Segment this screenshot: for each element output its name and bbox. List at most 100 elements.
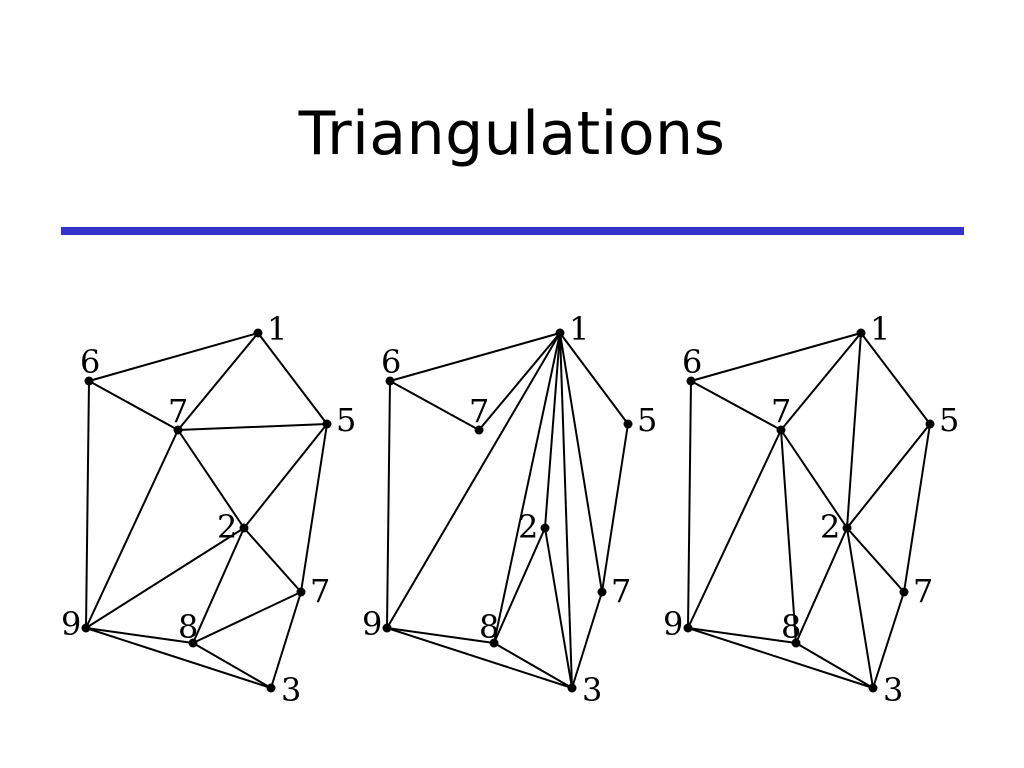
- edge-9-3: [85, 627, 272, 689]
- edge-7-5: [177, 423, 328, 431]
- vertex-dot: [856, 328, 866, 338]
- edge-7-3: [270, 591, 302, 689]
- edge-7-2: [177, 429, 245, 529]
- edge-2-3: [846, 527, 874, 689]
- edge-1-2: [544, 332, 561, 529]
- edge-1-7: [559, 332, 603, 593]
- edge-1-2: [846, 332, 862, 529]
- edge-8-3: [493, 642, 573, 689]
- edge-1-5: [860, 332, 931, 425]
- edge-9-3: [386, 627, 573, 689]
- vertex-label: 1: [870, 310, 890, 348]
- vertex-label: 6: [682, 343, 702, 381]
- vertex-label: 2: [820, 508, 840, 546]
- edge-5-7: [903, 423, 931, 593]
- edge-8-3: [795, 642, 874, 689]
- edge-1-7: [177, 332, 259, 431]
- vertex-dot: [84, 376, 94, 386]
- edge-2-8: [192, 527, 245, 644]
- edge-5-2: [846, 423, 931, 529]
- vertex-label: 1: [569, 310, 589, 348]
- vertex-dot: [776, 425, 786, 435]
- vertex-dot: [623, 419, 633, 429]
- edge-2-8: [795, 527, 848, 644]
- vertex-dot: [686, 376, 696, 386]
- vertex-dot: [253, 328, 263, 338]
- edge-1-8: [493, 332, 561, 644]
- slide-title: Triangulations: [298, 99, 726, 169]
- vertex-dot: [791, 638, 801, 648]
- edge-2-7: [846, 527, 905, 593]
- edge-2-3: [544, 527, 573, 689]
- vertex-label: 3: [582, 671, 602, 709]
- vertex-label: 7: [469, 392, 489, 430]
- vertex-dot: [842, 523, 852, 533]
- vertex-dot: [173, 425, 183, 435]
- vertex-dot: [597, 587, 607, 597]
- vertex-label: 2: [217, 508, 237, 546]
- vertex-dot: [868, 683, 878, 693]
- vertex-label: 8: [178, 608, 198, 646]
- edge-2-9: [85, 527, 245, 629]
- edge-6-9: [687, 380, 692, 629]
- edge-7-2: [780, 429, 848, 529]
- edge-1-6: [88, 332, 259, 382]
- edge-1-7: [780, 332, 862, 431]
- edge-7-3: [872, 591, 905, 689]
- edge-1-6: [690, 332, 862, 382]
- vertex-dot: [555, 328, 565, 338]
- edge-1-6: [389, 332, 561, 382]
- vertex-label: 6: [80, 343, 100, 381]
- vertex-dot: [567, 683, 577, 693]
- edge-2-7: [243, 527, 302, 593]
- vertex-dot: [474, 425, 484, 435]
- vertex-label: 5: [336, 401, 356, 439]
- edge-1-5: [559, 332, 629, 425]
- edge-1-9: [386, 332, 561, 629]
- vertex-label: 6: [381, 343, 401, 381]
- edge-9-8: [386, 627, 495, 644]
- edge-1-5: [257, 332, 328, 425]
- edge-8-3: [192, 642, 272, 689]
- edge-6-9: [386, 380, 391, 629]
- edge-9-8: [687, 627, 797, 644]
- edge-1-3: [559, 332, 573, 689]
- vertex-label: 9: [663, 605, 683, 643]
- edge-6-7: [88, 380, 179, 431]
- vertex-dot: [385, 376, 395, 386]
- edge-5-7: [300, 423, 328, 593]
- vertex-dot: [899, 587, 909, 597]
- vertex-dot: [489, 638, 499, 648]
- edge-1-7: [478, 332, 561, 431]
- vertex-label: 7: [168, 392, 188, 430]
- edge-9-8: [85, 627, 194, 644]
- title-rule: [61, 227, 964, 235]
- vertex-label: 3: [281, 671, 301, 709]
- edge-7-8: [780, 429, 797, 644]
- edge-9-3: [687, 627, 874, 689]
- vertex-dot: [382, 623, 392, 633]
- vertex-dot: [266, 683, 276, 693]
- title-rule-bar: [61, 227, 964, 235]
- vertex-label: 1: [267, 310, 287, 348]
- edge-7-9: [85, 429, 179, 629]
- vertex-dot: [322, 419, 332, 429]
- vertex-label: 7: [771, 392, 791, 430]
- vertex-dot: [81, 623, 91, 633]
- vertex-dot: [296, 587, 306, 597]
- edge-5-2: [243, 423, 328, 529]
- edge-6-7: [389, 380, 480, 431]
- edge-7-9: [687, 429, 782, 629]
- vertex-dot: [188, 638, 198, 648]
- vertex-label: 7: [310, 572, 330, 610]
- vertex-dot: [925, 419, 935, 429]
- vertex-label: 8: [479, 608, 499, 646]
- edge-7-3: [571, 591, 603, 689]
- edge-8-7: [192, 591, 302, 644]
- vertex-label: 2: [518, 508, 538, 546]
